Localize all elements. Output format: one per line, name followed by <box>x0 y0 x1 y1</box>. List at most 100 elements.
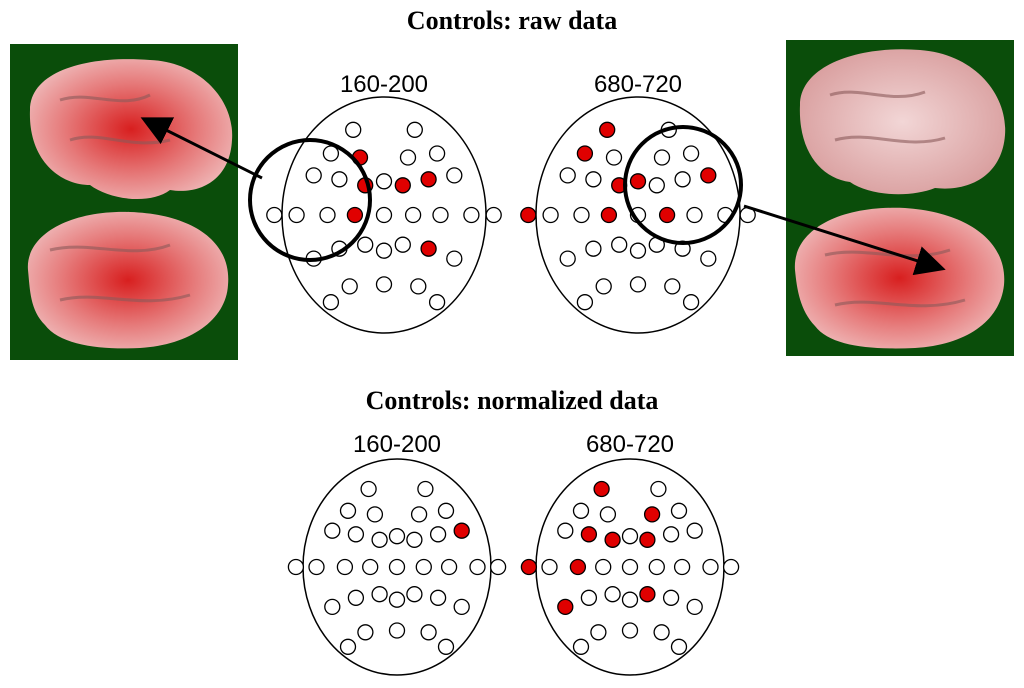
electrode-inactive <box>648 558 665 576</box>
highlight-circle-left <box>248 138 372 262</box>
electrode-inactive <box>686 206 703 224</box>
electrode-inactive <box>322 145 340 162</box>
head-map-1-1: 680-720 <box>520 431 740 676</box>
electrode-active <box>576 145 594 162</box>
electrode-inactive <box>700 250 717 267</box>
electrode-inactive <box>375 206 393 224</box>
electrode-inactive <box>375 276 393 293</box>
electrode-inactive <box>336 558 354 576</box>
electrode-inactive <box>611 236 628 253</box>
electrode-inactive <box>347 589 365 606</box>
electrode-inactive <box>266 206 283 224</box>
electrode-inactive <box>664 278 681 295</box>
electrode-inactive <box>324 598 341 616</box>
electrode-inactive <box>541 558 558 576</box>
electrode-inactive <box>446 250 463 267</box>
electrode-inactive <box>406 121 423 138</box>
electrode-inactive <box>702 558 719 576</box>
electrode-inactive <box>599 506 617 523</box>
electrode-active <box>629 173 647 190</box>
electrode-inactive <box>437 502 455 519</box>
electrode-inactive <box>648 177 665 194</box>
electrode-inactive <box>629 242 647 259</box>
electrode-inactive <box>559 250 576 267</box>
electrode-inactive <box>662 526 680 543</box>
electrode-inactive <box>573 206 590 224</box>
electrode-inactive <box>670 638 688 655</box>
brain-folds-left <box>49 93 191 303</box>
electrode-inactive <box>406 531 423 548</box>
brain-image-left-bottom <box>27 211 229 349</box>
electrode-inactive <box>621 591 639 608</box>
electrode-active <box>420 240 437 257</box>
electrode-inactive <box>404 206 422 224</box>
electrode-inactive <box>371 531 388 548</box>
electrode-active <box>453 522 470 539</box>
time-window-label: 680-720 <box>594 71 682 98</box>
electrode-inactive <box>489 558 507 576</box>
electrode-inactive <box>341 278 358 295</box>
electrode-inactive <box>388 622 406 639</box>
electrode-inactive <box>653 624 670 641</box>
electrode-inactive <box>375 173 393 190</box>
electrode-active <box>639 531 656 548</box>
electrode-active <box>520 558 538 576</box>
electrode-inactive <box>357 624 374 641</box>
electrode-active <box>643 506 661 523</box>
electrode-inactive <box>410 506 428 523</box>
electrode-inactive <box>420 624 437 641</box>
electrode-inactive <box>347 526 365 543</box>
time-window-label: 160-200 <box>353 431 441 458</box>
electrode-inactive <box>394 236 411 253</box>
electrode-inactive <box>453 598 470 616</box>
electrode-inactive <box>580 589 598 606</box>
section-title-normalized: Controls: normalized data <box>365 386 659 415</box>
electrode-inactive <box>324 522 341 539</box>
electrode-inactive <box>686 522 703 539</box>
electrode-inactive <box>446 167 463 184</box>
electrode-inactive <box>319 206 336 224</box>
electrode-inactive <box>406 586 423 603</box>
electrode-inactive <box>417 480 434 498</box>
electrode-inactive <box>650 480 667 498</box>
electrode-inactive <box>429 589 447 606</box>
electrode-inactive <box>322 294 340 311</box>
electrode-inactive <box>585 171 602 188</box>
time-window-label: 680-720 <box>586 431 674 458</box>
electrode-inactive <box>463 206 480 224</box>
brain-folds-right <box>824 90 966 308</box>
electrode-inactive <box>415 558 432 576</box>
electrode-active <box>420 171 437 188</box>
electrode-inactive <box>557 522 574 539</box>
electrode-inactive <box>410 278 427 295</box>
electrode-inactive <box>674 171 691 188</box>
electrode-inactive <box>682 294 700 311</box>
head-map-0-0: 160-200 <box>266 71 502 334</box>
electrode-active <box>639 586 656 603</box>
electrode-inactive <box>572 502 590 519</box>
electrode-inactive <box>590 624 607 641</box>
electrode-inactive <box>440 558 458 576</box>
electrode-inactive <box>595 278 612 295</box>
electrode-inactive <box>360 480 377 498</box>
electrode-inactive <box>572 638 590 655</box>
electrode-inactive <box>432 206 449 224</box>
electrode-active <box>346 206 364 224</box>
electrode-active <box>700 167 717 184</box>
electrode-inactive <box>673 558 691 576</box>
electrode-active <box>394 177 411 194</box>
electrode-inactive <box>485 206 502 224</box>
electrode-inactive <box>288 206 305 224</box>
electrode-inactive <box>428 145 446 162</box>
electrode-inactive <box>686 598 703 616</box>
highlight-circle-right <box>623 125 743 245</box>
time-window-label: 160-200 <box>340 71 428 98</box>
electrode-inactive <box>604 586 621 603</box>
electrode-inactive <box>287 558 305 576</box>
electrode-inactive <box>653 149 671 166</box>
section-title-raw: Controls: raw data <box>406 6 618 35</box>
electrode-active <box>599 121 616 138</box>
brain-panel-left <box>10 44 238 360</box>
electrode-inactive <box>605 149 623 166</box>
electrode-inactive <box>388 591 406 608</box>
